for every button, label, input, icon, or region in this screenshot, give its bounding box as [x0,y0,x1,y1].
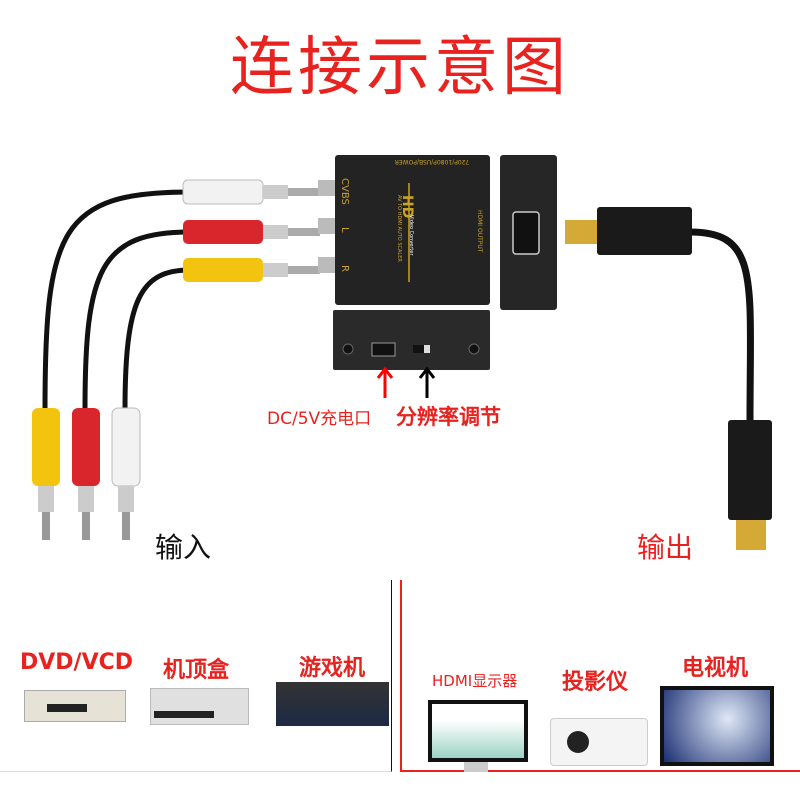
output-device-label: 电视机 [682,656,749,681]
dc-port-label: DC/5V充电口 [267,409,372,429]
rca-cables [42,189,191,411]
yellow-cable-wire [122,267,191,411]
output-device-label: HDMI显示器 [432,672,518,690]
input-device-label: 机顶盒 [163,658,230,683]
port-l: L [339,227,350,233]
tv-image [660,686,774,766]
rca-plug-red-vertical [72,408,100,540]
screw-icon [342,343,354,355]
hdmi-output-module [500,155,557,310]
input-device-label: 游戏机 [299,656,366,681]
rca-plug-yellow-vertical [32,408,60,540]
monitor-stand [464,762,488,772]
rca-plug-yellow [183,258,320,282]
input-label: 输入 [155,531,212,564]
device-brand: HD [399,195,415,218]
port-r: R [339,265,350,272]
device-top-text: 720P/1080P/USB/POWER [395,158,470,165]
hdmi-plug-horizontal [565,207,692,255]
red-cable-wire [82,229,191,411]
hdmi-port [512,211,540,255]
output-devices-panel: HDMI显示器 投影仪 电视机 [400,580,800,772]
input-devices-panel: DVD/VCD 机顶盒 游戏机 [0,580,392,772]
resolution-switch [424,345,430,353]
converter-side-view [333,310,490,370]
device-subtitle2: AV TO HDMI AUTO SCALER [396,195,402,262]
game-console-image [276,682,389,726]
device-subtitle1: Video Converter [408,215,414,256]
hdmi-output-text: HDMI OUTPUT [476,210,483,253]
rca-plug-red [183,220,320,244]
output-device-label: 投影仪 [562,670,629,695]
projector-image [550,718,648,766]
output-label: 输出 [637,531,694,564]
arrow-dc-icon [376,366,394,398]
port-cvbs: CVBS [339,178,350,205]
screw-icon [468,343,480,355]
mini-usb-port [371,342,396,357]
hdmi-cable-wire [689,228,754,421]
rca-plug-white [182,179,320,205]
dvd-player-image [24,690,126,722]
set-top-box-image [150,688,249,725]
white-cable-wire [42,189,191,411]
hdmi-plug-vertical [728,420,772,550]
page-title: 连接示意图 [230,31,570,105]
converter-box [318,155,490,305]
rca-plug-white-vertical [111,407,141,540]
resolution-switch-label: 分辨率调节 [396,405,501,429]
arrow-switch-icon [418,366,436,398]
input-device-label: DVD/VCD [20,650,134,675]
hdmi-monitor-image [428,700,528,762]
